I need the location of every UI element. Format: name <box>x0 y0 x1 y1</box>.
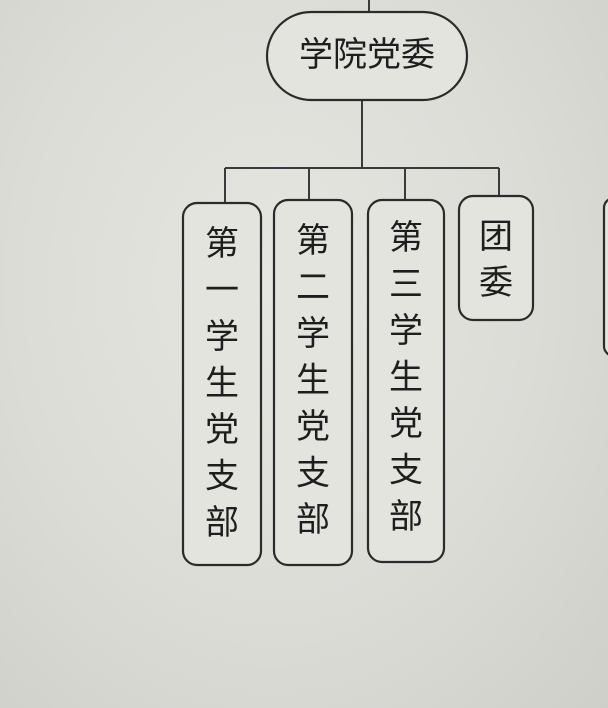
partial-node-right <box>602 198 608 356</box>
branch-node-1-label: 第一学生党支部 <box>205 224 239 543</box>
branch-node-1: 第一学生党支部 <box>181 201 263 567</box>
branch-node-4-label: 团委 <box>479 217 513 303</box>
root-node-box <box>265 10 469 102</box>
root-node-label: 学院党委 <box>299 35 435 75</box>
branch-node-4-box <box>457 194 535 322</box>
branch-node-3-label: 第三学生党支部 <box>389 218 423 537</box>
branch-node-2-label: 第二学生党支部 <box>296 221 330 540</box>
branch-node-3-box <box>366 198 446 564</box>
branch-node-1-box <box>181 201 263 567</box>
branch-node-2: 第二学生党支部 <box>272 198 354 567</box>
branch-node-4: 团委 <box>457 194 535 322</box>
branch-node-3: 第三学生党支部 <box>366 198 446 564</box>
partial-node-right-box <box>602 198 608 356</box>
connectors <box>224 0 500 203</box>
root-node: 学院党委 <box>265 10 469 102</box>
branch-node-2-box <box>272 198 354 567</box>
